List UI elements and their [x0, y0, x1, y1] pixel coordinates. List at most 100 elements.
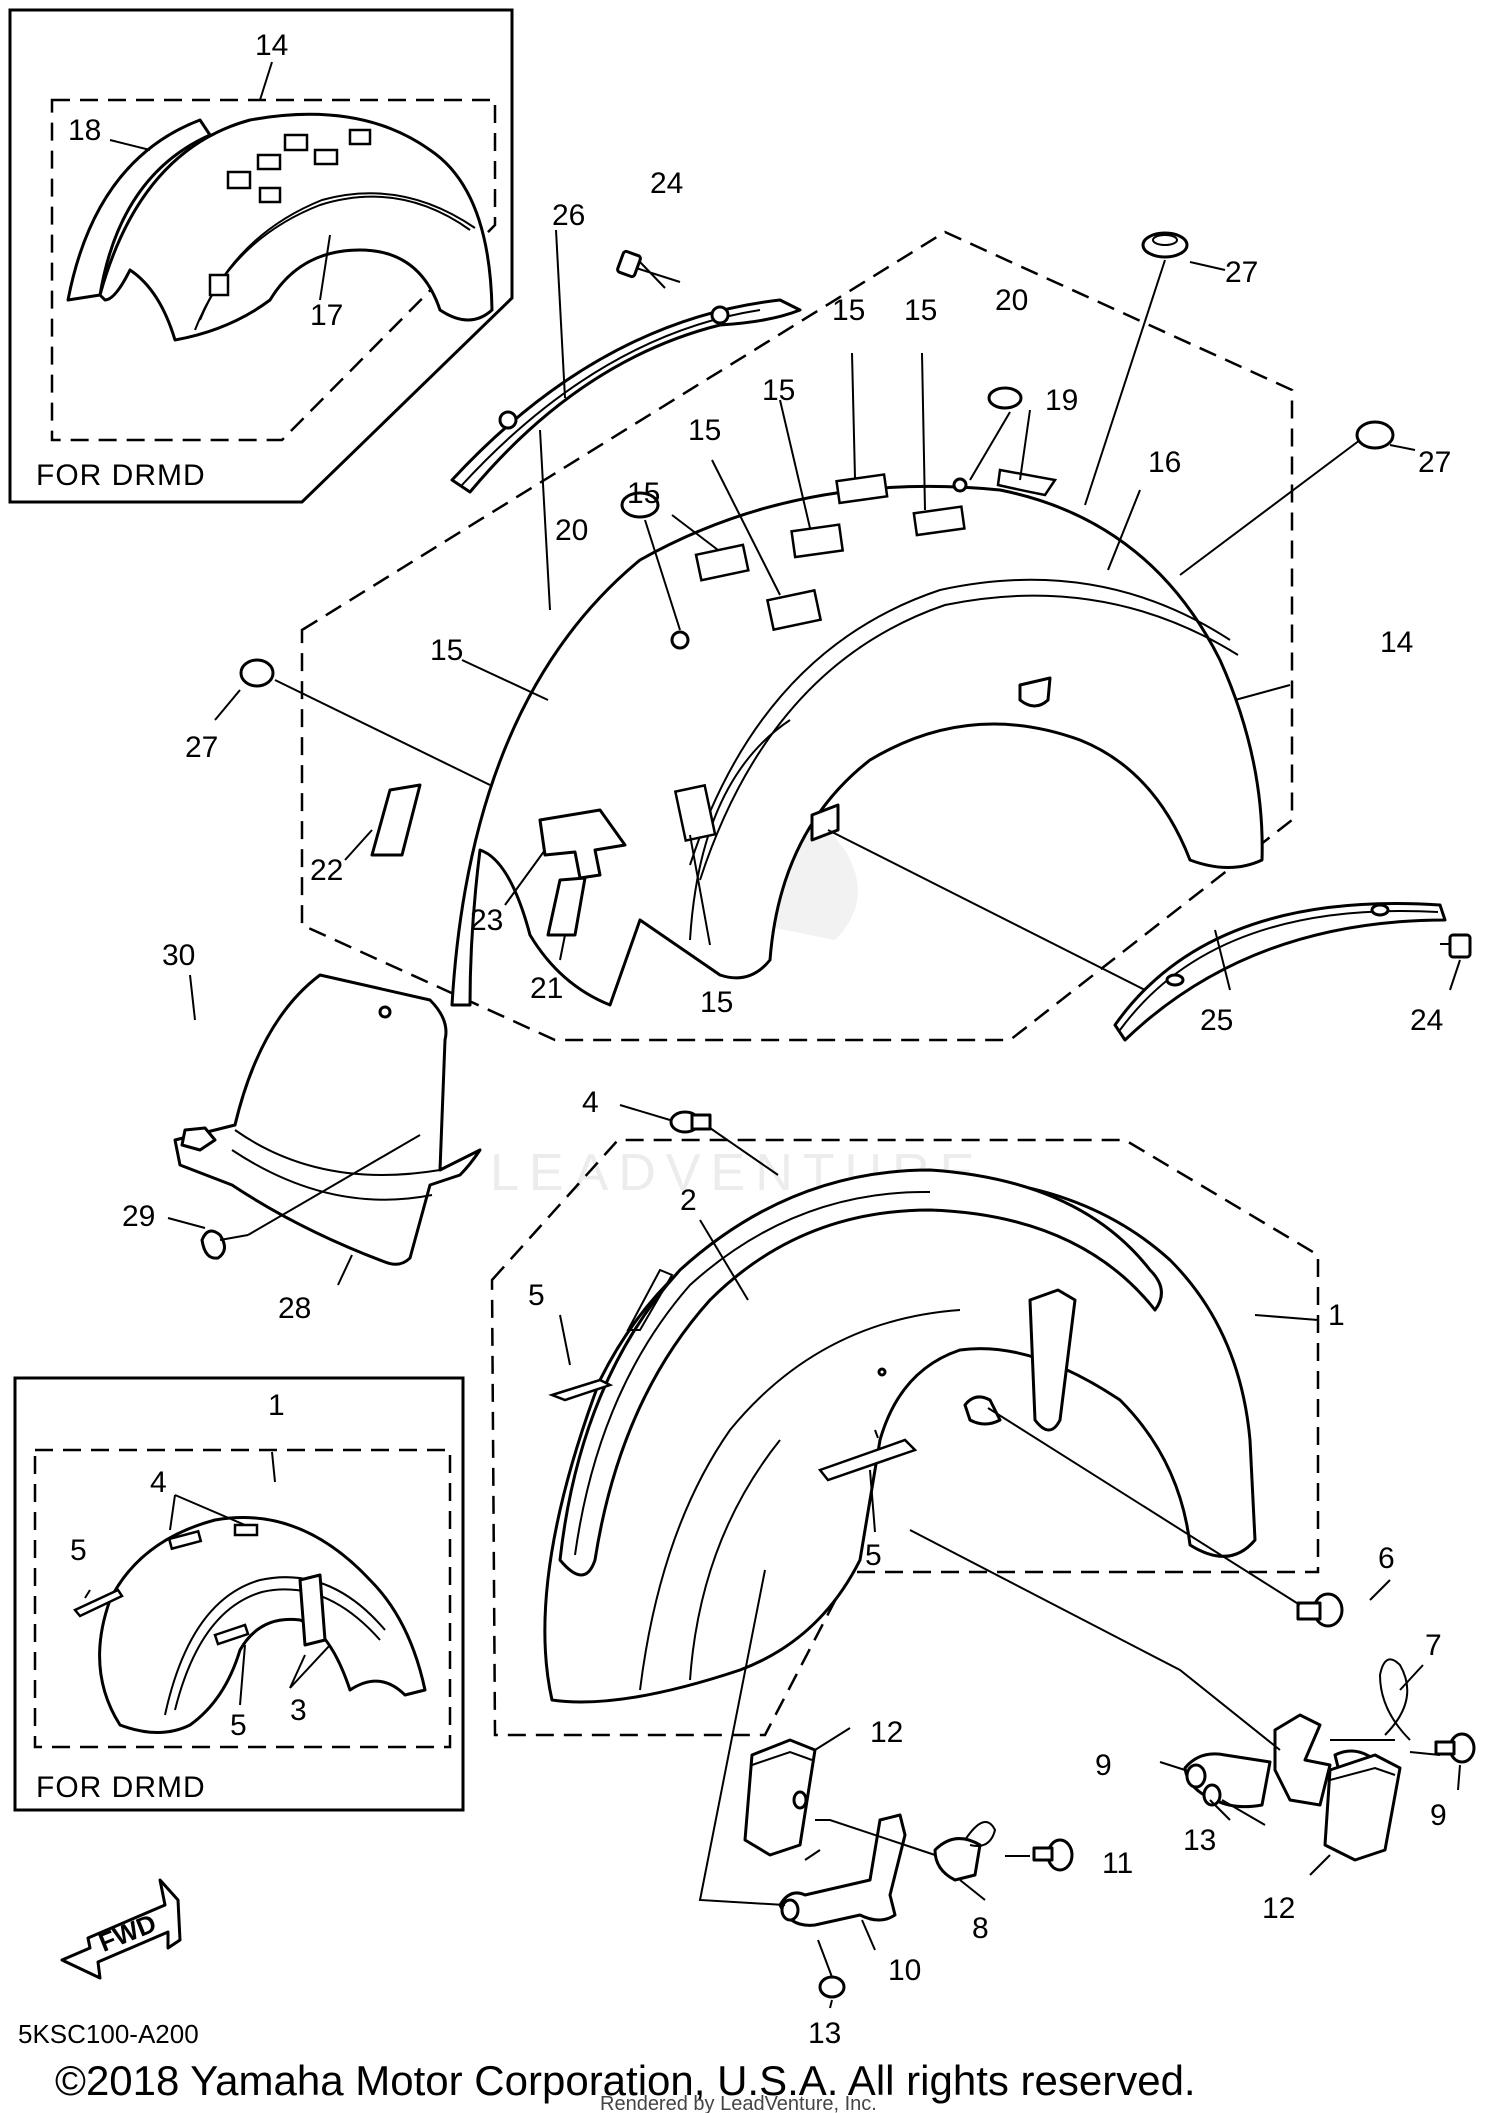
callout-26: 26 [552, 199, 585, 232]
front-fender-dashed-group [490, 1138, 1320, 1737]
part-23 [538, 808, 627, 880]
callout-17: 17 [310, 299, 343, 332]
part-22 [370, 783, 422, 857]
callout-11: 11 [1102, 1847, 1133, 1880]
callout-12: 12 [870, 1716, 903, 1749]
wire-7 [1378, 1658, 1411, 1741]
rear-fender-dashed-group [300, 230, 1294, 1042]
inset-part-18 [66, 118, 212, 302]
inset-bottom-dashed-group [33, 1448, 452, 1749]
callout-15: 15 [700, 986, 733, 1019]
callout-30: 30 [162, 939, 195, 972]
nut-13-left [818, 1975, 846, 1999]
nut-13-right [1202, 1783, 1222, 1807]
callout-14: 14 [255, 29, 288, 62]
callout-25: 25 [1200, 1004, 1233, 1037]
mudguard-28 [173, 973, 482, 1266]
callout-4: 4 [150, 1466, 167, 1499]
inset-top-title: FOR DRMD [36, 459, 206, 492]
sticker-5-left [548, 1378, 614, 1402]
inset-bottom-title: FOR DRMD [36, 1771, 206, 1804]
callout-24: 24 [650, 167, 683, 200]
callout-4: 4 [582, 1086, 599, 1119]
callout-15: 15 [688, 414, 721, 447]
inset-top-dashed-group [50, 98, 497, 442]
bolt-4 [669, 1110, 712, 1134]
callout-13: 13 [1183, 1824, 1216, 1857]
copyright-notice: ©2018 Yamaha Motor Corporation, U.S.A. A… [55, 2057, 1196, 2104]
sticker-5-right [817, 1438, 918, 1482]
callout-6: 6 [1378, 1542, 1395, 1575]
bracket-10 [778, 1813, 907, 1927]
washer-20-upper [987, 386, 1023, 410]
rivet-29 [200, 1229, 226, 1260]
callout-3: 3 [290, 1694, 307, 1727]
rear-fender-body [450, 484, 1264, 1007]
callout-9: 9 [1095, 1749, 1112, 1782]
connector-8 [933, 1837, 982, 1882]
front-fender-group: 4 2 1 5 5 6 7 9 9 13 13 12 12 8 11 10 [490, 1086, 1476, 2050]
callout-5: 5 [230, 1709, 247, 1742]
inset-front-fender [98, 1516, 427, 1734]
callout-22: 22 [310, 854, 343, 887]
callout-29: 29 [122, 1200, 155, 1233]
grommet-27-left [239, 658, 275, 688]
grommet-27-top [1141, 231, 1189, 259]
callout-2: 2 [680, 1184, 697, 1217]
callout-19: 19 [1045, 384, 1078, 417]
callout-9: 9 [1430, 1799, 1447, 1832]
callout-20: 20 [555, 514, 588, 547]
callout-16: 16 [1148, 446, 1181, 479]
bolt-6 [1296, 1592, 1344, 1628]
callout-5: 5 [70, 1534, 87, 1567]
rear-rail-26 [450, 298, 802, 494]
inset-top-frame [8, 8, 514, 504]
callout-13: 13 [808, 2017, 841, 2050]
inset-top-rear-fender [66, 112, 494, 342]
bolt-24-upper [616, 249, 681, 283]
callout-20: 20 [995, 284, 1028, 317]
callout-1: 1 [268, 1389, 285, 1422]
part-21 [546, 876, 587, 937]
washer-20-left [620, 491, 660, 519]
screw-11 [1032, 1838, 1074, 1872]
callout-18: 18 [68, 114, 101, 147]
callout-5: 5 [865, 1539, 882, 1572]
callout-27: 27 [1225, 256, 1258, 289]
rendered-by: Rendered by LeadVenture, Inc. [600, 2093, 877, 2113]
light-12-left [743, 1738, 817, 1857]
callout-7: 7 [1425, 1629, 1442, 1662]
mudguard-group: 30 29 28 [122, 939, 482, 1325]
callout-15: 15 [430, 634, 463, 667]
bracket-right [1273, 1713, 1332, 1807]
callout-8: 8 [972, 1912, 989, 1945]
bolt-9-right [1434, 1732, 1476, 1764]
inset-bottom-frame [13, 1376, 465, 1812]
rear-rail-25 [1113, 902, 1447, 1042]
inset-bottom-drmd: 1 4 5 5 3 FOR DRMD [13, 1376, 465, 1812]
callout-15: 15 [832, 294, 865, 327]
inset-top-drmd: 14 18 17 FOR DRMD [8, 8, 514, 504]
light-12-right [1323, 1753, 1402, 1862]
callout-28: 28 [278, 1292, 311, 1325]
callout-27: 27 [185, 731, 218, 764]
grommet-27-right [1355, 420, 1395, 450]
bolt-24-lower [1440, 933, 1472, 959]
fwd-arrow: FWD [60, 1878, 182, 1980]
callout-1: 1 [1328, 1299, 1345, 1332]
callout-21: 21 [530, 972, 563, 1005]
front-fender-2 [558, 1168, 1163, 1577]
callout-10: 10 [888, 1954, 921, 1987]
callout-14: 14 [1380, 626, 1413, 659]
callout-15: 15 [627, 477, 660, 510]
callout-23: 23 [470, 904, 503, 937]
callout-27: 27 [1418, 446, 1451, 479]
clip-30 [180, 1126, 217, 1152]
callout-24: 24 [1410, 1004, 1443, 1037]
callout-12: 12 [1262, 1892, 1295, 1925]
rear-fender-group: 24 26 20 20 19 27 27 27 16 14 15 15 15 1… [185, 167, 1472, 1042]
callout-5: 5 [528, 1279, 545, 1312]
diagram-code: 5KSC100-A200 [18, 2019, 199, 2049]
callout-15: 15 [762, 374, 795, 407]
